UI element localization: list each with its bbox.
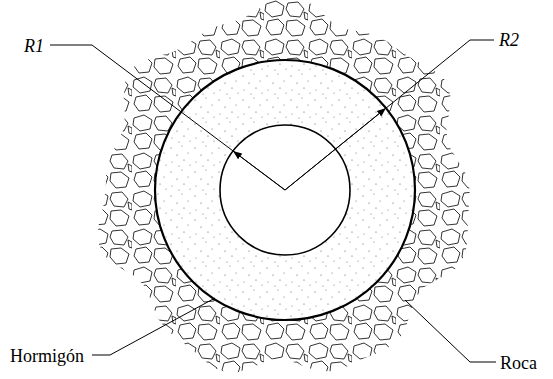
- rock-region: [97, 0, 469, 373]
- concrete-ground: [155, 60, 415, 320]
- r2-arrow: [285, 108, 386, 190]
- rock-leader: [405, 300, 496, 362]
- r1-arrow: [233, 151, 285, 190]
- radius-label: R1: [22, 36, 46, 56]
- material-label: Hormigón: [8, 346, 86, 366]
- concrete-ring: [155, 60, 415, 320]
- material-label: Roca: [498, 353, 539, 373]
- radius-label: R2: [497, 30, 521, 50]
- r1-leader: [50, 45, 285, 190]
- r2-leader: [285, 40, 494, 190]
- concrete-leader: [92, 298, 215, 355]
